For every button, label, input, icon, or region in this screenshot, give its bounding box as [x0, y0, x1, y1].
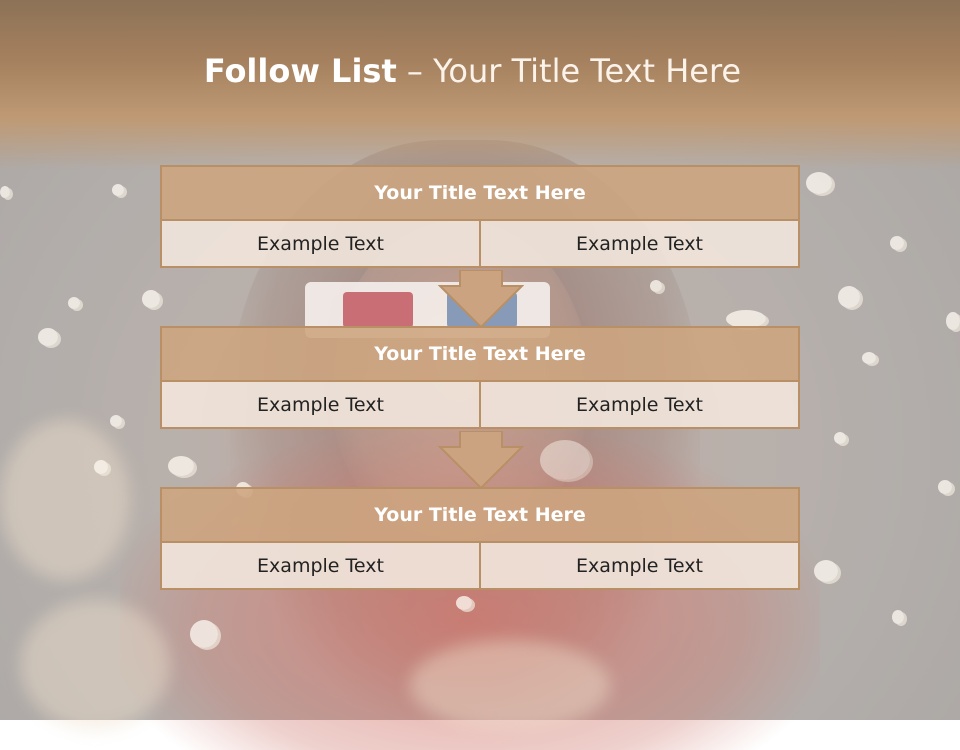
- popcorn-piece: [0, 186, 10, 198]
- blurred-popcorn: [410, 640, 610, 730]
- popcorn-piece: [94, 460, 108, 474]
- block-cell-right: Example Text: [479, 380, 800, 429]
- block-cell-left: Example Text: [160, 380, 481, 429]
- block-header: Your Title Text Here: [160, 326, 800, 382]
- popcorn-piece: [938, 480, 952, 494]
- block-row: Example Text Example Text: [160, 380, 800, 429]
- popcorn-piece: [806, 172, 832, 194]
- popcorn-piece: [890, 236, 904, 250]
- down-arrow-icon: [438, 431, 524, 489]
- title-band: [0, 0, 960, 170]
- popcorn-piece: [540, 440, 590, 480]
- popcorn-piece: [456, 596, 472, 610]
- down-arrow-icon: [438, 270, 524, 328]
- block-row: Example Text Example Text: [160, 219, 800, 268]
- red-lens: [343, 292, 413, 328]
- popcorn-piece: [834, 432, 846, 444]
- block-header: Your Title Text Here: [160, 165, 800, 221]
- slide-title-rest: – Your Title Text Here: [396, 52, 742, 90]
- popcorn-piece: [946, 312, 960, 330]
- slide-title-bold: Follow List: [203, 52, 397, 90]
- popcorn-piece: [650, 280, 662, 292]
- list-block-1: Your Title Text Here Example Text Exampl…: [160, 165, 800, 268]
- list-block-2: Your Title Text Here Example Text Exampl…: [160, 326, 800, 429]
- block-header: Your Title Text Here: [160, 487, 800, 543]
- block-row: Example Text Example Text: [160, 541, 800, 590]
- popcorn-piece: [814, 560, 838, 582]
- popcorn-piece: [38, 328, 58, 346]
- popcorn-piece: [892, 610, 904, 624]
- slide-title: Follow List – Your Title Text Here: [0, 52, 945, 90]
- popcorn-piece: [142, 290, 160, 308]
- popcorn-piece: [112, 184, 124, 196]
- popcorn-piece: [838, 286, 860, 308]
- block-cell-right: Example Text: [479, 541, 800, 590]
- popcorn-piece: [168, 456, 194, 476]
- blurred-popcorn: [0, 420, 130, 580]
- popcorn-piece: [110, 415, 122, 427]
- popcorn-piece: [726, 310, 766, 328]
- block-cell-left: Example Text: [160, 219, 481, 268]
- popcorn-piece: [190, 620, 218, 648]
- blurred-popcorn: [20, 600, 170, 730]
- block-cell-right: Example Text: [479, 219, 800, 268]
- popcorn-piece: [862, 352, 876, 364]
- list-block-3: Your Title Text Here Example Text Exampl…: [160, 487, 800, 590]
- block-cell-left: Example Text: [160, 541, 481, 590]
- popcorn-piece: [68, 297, 80, 309]
